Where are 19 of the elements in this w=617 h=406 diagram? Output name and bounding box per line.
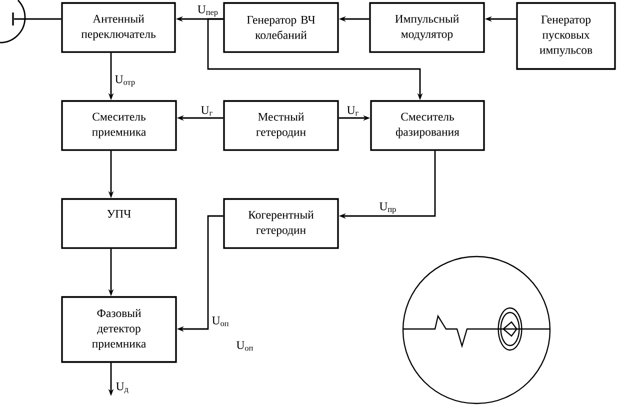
process-box: УПЧ	[61, 198, 177, 249]
process-box: Антенный переключатель	[61, 2, 176, 53]
signal-label: U$_{оп}$	[236, 341, 253, 351]
process-box: Генератор ВЧ колебаний	[223, 2, 339, 53]
process-box: Фазовый детектор приемника	[61, 296, 177, 363]
edge-label: U$_{г}$	[346, 106, 360, 116]
antenna-symbol	[0, 0, 26, 44]
process-box: Смеситель приемника	[61, 100, 177, 151]
edge-label: U$_{оп}$	[211, 316, 230, 327]
edge-label: U$_{пр}$	[378, 202, 398, 214]
process-box: Генератор пусковых импульсов	[516, 2, 616, 70]
edge-label: U$_{д}$	[115, 382, 130, 394]
edge-label: U$_{г}$	[200, 106, 214, 116]
process-box: Когерентный гетеродин	[223, 198, 339, 249]
edge-label: U$_{отр}$	[114, 74, 136, 88]
process-box: Местный гетеродин	[223, 100, 339, 151]
process-box: Смеситель фазирования	[370, 100, 485, 151]
process-box: Импульсный модулятор	[369, 2, 485, 53]
edge-label: U$_{пер}$	[196, 4, 220, 18]
